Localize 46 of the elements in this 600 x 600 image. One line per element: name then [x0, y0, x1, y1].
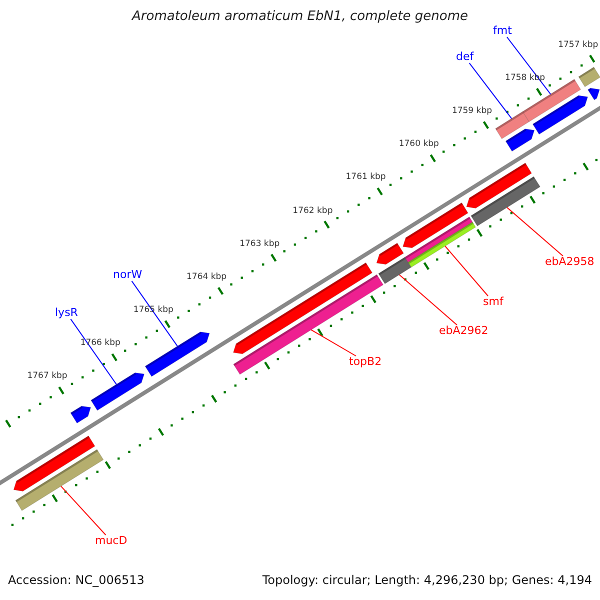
gene-label: ebA2958: [545, 256, 594, 268]
gene-block: [587, 88, 600, 100]
gene-block: [505, 128, 535, 152]
scale-label: 1757 kbp: [558, 40, 598, 50]
scale-label: 1764 kbp: [186, 272, 227, 282]
gene-block: [90, 372, 145, 411]
gene-block: [404, 216, 473, 263]
gene-block: [144, 332, 210, 377]
scale-label: 1762 kbp: [292, 206, 333, 216]
scale-label: 1767 kbp: [27, 372, 68, 382]
gene-block: [532, 95, 588, 135]
gene-block: [402, 202, 468, 248]
gene-block: [13, 435, 96, 492]
scale-label: 1759 kbp: [452, 107, 492, 116]
gene-block: [232, 262, 373, 354]
gene-label: norW: [113, 269, 142, 282]
title: Aromatoleum aromaticum EbN1, complete genome: [132, 10, 468, 24]
gene-label: ebA2962: [439, 325, 488, 338]
leader-line: [506, 36, 552, 95]
gene-label: def: [456, 51, 474, 64]
leader-line: [506, 206, 564, 256]
scale-label: 1760 kbp: [398, 140, 439, 150]
gene-block: [470, 176, 541, 226]
gene-block: [578, 66, 600, 88]
gene-block: [233, 274, 384, 375]
leader-line: [468, 62, 512, 120]
gene-block: [376, 242, 404, 265]
leader-line: [398, 274, 458, 326]
gene-label: smf: [483, 296, 504, 308]
leader-line: [60, 486, 106, 536]
accession-text: Accession: NC_006513: [8, 574, 144, 588]
gene-block: [70, 406, 92, 424]
gene-block: [466, 162, 532, 209]
gene-label: mucD: [95, 535, 128, 548]
leader-line: [131, 280, 178, 347]
gene-label: fmt: [493, 25, 512, 38]
gene-block: [495, 111, 530, 140]
genome-info-text: Topology: circular; Length: 4,296,230 bp; Genes: 4,194: [262, 574, 592, 588]
gene-block: [15, 449, 104, 512]
scale-label: 1763 kbp: [240, 240, 280, 250]
scale-label: 1761 kbp: [346, 173, 386, 183]
leader-line: [310, 329, 356, 356]
gene-block: [378, 256, 412, 284]
gene-label: lysR: [55, 307, 78, 320]
gene-label: topB2: [349, 356, 382, 368]
leader-line: [70, 318, 117, 385]
